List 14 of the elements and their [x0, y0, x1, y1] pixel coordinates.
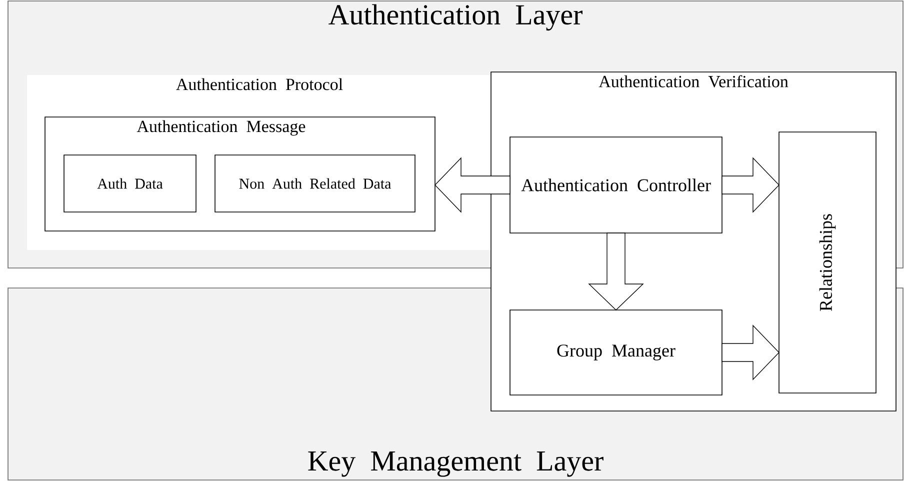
box-label: Non Auth Related Data [239, 178, 392, 189]
box-title: Authentication Protocol [176, 78, 343, 90]
box-label: Auth Data [97, 178, 163, 189]
box-title: Authentication Message [136, 120, 306, 136]
block-arrow [722, 157, 780, 213]
box-label: Relationships [819, 214, 836, 311]
box-title: Authentication Verification [598, 75, 788, 88]
layer-title: Key Management Layer [308, 452, 604, 477]
block-arrow [434, 157, 510, 213]
box-label: Group Manager [557, 344, 676, 360]
box-label: Authentication Controller [521, 178, 711, 192]
block-arrow [588, 232, 644, 310]
block-arrow [722, 324, 780, 380]
layer-title: Authentication Layer [328, 4, 582, 31]
